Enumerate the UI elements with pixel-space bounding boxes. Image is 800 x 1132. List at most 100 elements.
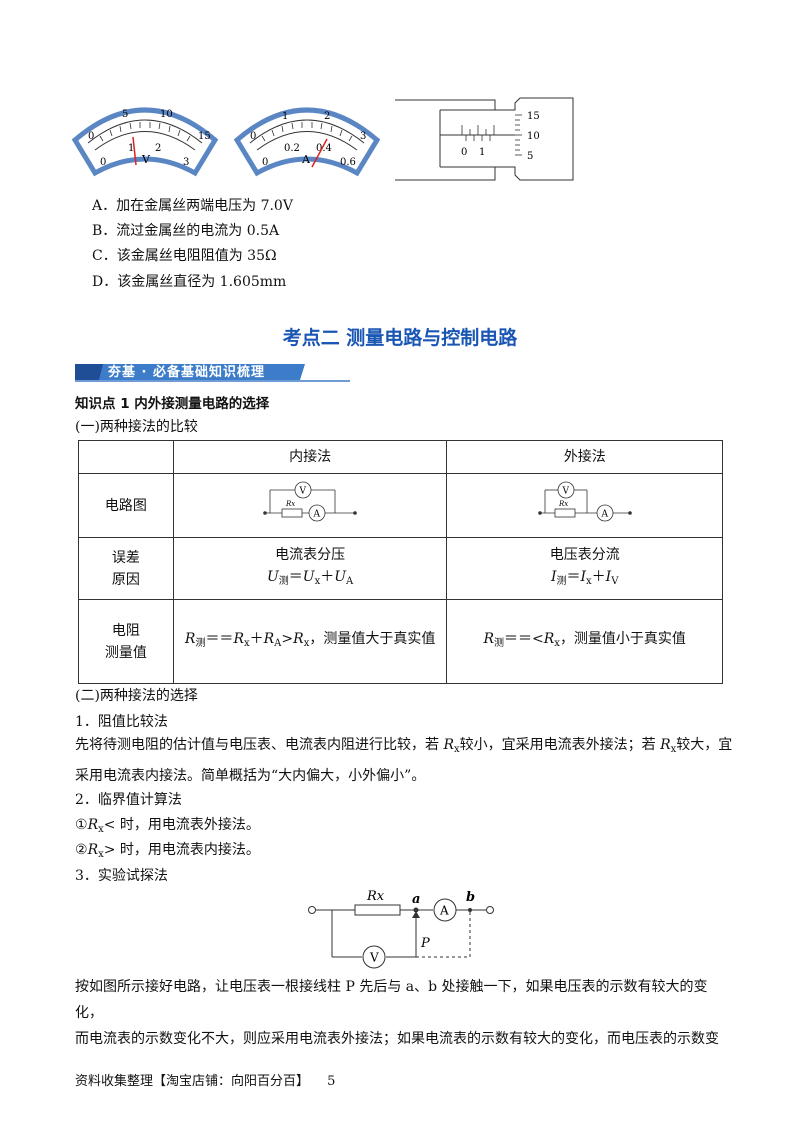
option-letter: A． bbox=[92, 198, 117, 214]
inner-circuit-diagram: V Rx A bbox=[263, 481, 357, 522]
knowledge-point-1-title: 知识点 1 内外接测量电路的选择 bbox=[75, 396, 270, 412]
ammeter-needle bbox=[311, 138, 328, 168]
case-marker: ② bbox=[75, 842, 88, 858]
footer-text: 资料收集整理【淘宝店铺：向阳百分百】 bbox=[75, 1074, 310, 1089]
voltmeter-unit: V bbox=[141, 153, 151, 166]
voltmeter-top-tick-0: 0 bbox=[88, 131, 94, 142]
micrometer-thimble-label-0: 15 bbox=[527, 111, 540, 122]
ammeter-bottom-tick-1: 0.2 bbox=[284, 143, 300, 154]
rx-label: Rx bbox=[366, 889, 385, 904]
ammeter-unit: A bbox=[301, 153, 311, 166]
voltmeter-needle bbox=[132, 136, 137, 166]
micrometer-thimble-label-1: 10 bbox=[527, 131, 540, 142]
option-d: D．该金属丝直径为 1.605mm bbox=[92, 272, 286, 292]
ammeter-bottom-tick-0: 0 bbox=[262, 157, 268, 168]
micrometer-main-label-0: 0 bbox=[461, 147, 467, 158]
micrometer: 0 1 15 10 5 bbox=[395, 97, 574, 181]
text-run: 而电流表的示数变化不大，则应采用电流表外接法；如果电流表的示数有较大的变化，而电… bbox=[75, 1031, 719, 1047]
voltmeter-symbol-label: V bbox=[299, 487, 307, 497]
method-1-paragraph: 先将待测电阻的估计值与电压表、电流表内阻进行比较，若 Rx较小，宜采用电流表外接… bbox=[75, 737, 733, 784]
banner-label: 夯基 · 必备基础知识梳理 bbox=[108, 365, 265, 380]
trial-circuit-diagram: Rx a b P A V bbox=[308, 889, 494, 969]
table-row-measured-value: 电阻测量值 R测＝＝Rx＋RA>Rx，测量值大于真实值 R测＝＝<Rx，测量值小… bbox=[78, 599, 723, 684]
section-title: 考点二 测量电路与控制电路 bbox=[282, 327, 518, 349]
outer-circuit-cell: V Rx A bbox=[446, 473, 723, 538]
page-footer: 资料收集整理【淘宝店铺：向阳百分百】 5 bbox=[75, 1070, 335, 1089]
outer-value-formula: R测＝＝<Rx bbox=[483, 631, 560, 649]
voltmeter-label: V bbox=[369, 951, 379, 965]
voltmeter-bottom-tick-0: 0 bbox=[100, 157, 106, 168]
ammeter-top-tick-2: 2 bbox=[324, 111, 330, 122]
label-line-2: 原因 bbox=[111, 571, 140, 588]
rx-symbol-label: Rx bbox=[558, 500, 568, 508]
section-banner: 夯基 · 必备基础知识梳理 bbox=[75, 360, 350, 382]
inner-circuit-cell: V Rx A bbox=[172, 473, 448, 538]
text-run: 较小，宜采用电流表外接法；若 bbox=[459, 737, 661, 753]
ammeter-top-tick-3: 3 bbox=[360, 131, 366, 142]
voltmeter-bottom-tick-1: 1 bbox=[128, 143, 134, 154]
text-run: 按如图所示接好电路，让电压表一根接线柱 P 先后与 a、b 处接触一下，如果电压… bbox=[75, 979, 708, 1021]
text-run: 较大，宜 bbox=[676, 737, 733, 753]
ammeter-symbol-label: A bbox=[600, 510, 608, 520]
inner-error-formula: U测＝Ux＋UA bbox=[266, 569, 354, 587]
method-1-title: 1．阻值比较法 bbox=[75, 714, 168, 730]
option-letter: D． bbox=[92, 274, 118, 290]
page-number: 5 bbox=[327, 1074, 336, 1089]
comparison-table: 内接法 外接法 电路图 V Rx A bbox=[78, 440, 723, 684]
inner-error-text: 电流表分压 bbox=[275, 547, 346, 563]
voltmeter-dial: 0 5 10 15 0 1 2 3 V bbox=[71, 107, 219, 177]
outer-error-formula: I测＝Ix＋IV bbox=[550, 569, 619, 587]
voltmeter-bottom-tick-2: 2 bbox=[155, 143, 161, 154]
option-c: C．该金属丝电阻阻值为 35Ω bbox=[92, 246, 277, 266]
subsection-1-title: (一)两种接法的比较 bbox=[75, 419, 198, 435]
subsection-2-title: (二)两种接法的选择 bbox=[75, 688, 198, 704]
meter-figures: 0 5 10 15 0 1 2 3 V 0 1 2 3 0 0.2 0.4 0.… bbox=[71, 97, 574, 181]
outer-error-cell: 电压表分流 I测＝Ix＋IV bbox=[446, 537, 723, 600]
table-corner-cell bbox=[78, 440, 174, 474]
method-2-case-1: ①Rx< 时，用电流表外接法。 bbox=[75, 817, 260, 835]
table-header-row: 内接法 外接法 bbox=[78, 440, 723, 474]
text-run: 先将待测电阻的估计值与电压表、电流表内阻进行比较，若 bbox=[75, 737, 444, 753]
option-text: 流过金属丝的电流为 0.5A bbox=[116, 223, 280, 239]
option-a: A．加在金属丝两端电压为 7.0V bbox=[92, 196, 293, 216]
label-line-2: 测量值 bbox=[104, 644, 147, 661]
trial-method-paragraph: 按如图所示接好电路，让电压表一根接线柱 P 先后与 a、b 处接触一下，如果电压… bbox=[75, 974, 735, 1052]
ammeter-bottom-tick-2: 0.4 bbox=[316, 143, 332, 154]
ammeter-bottom-tick-3: 0.6 bbox=[340, 157, 356, 168]
micrometer-thimble-label-2: 5 bbox=[527, 151, 533, 162]
ammeter-top-tick-0: 0 bbox=[250, 131, 256, 142]
voltmeter-symbol-label: V bbox=[561, 487, 569, 497]
micrometer-main-label-1: 1 bbox=[479, 147, 485, 158]
voltmeter-top-tick-2: 10 bbox=[160, 109, 173, 120]
inner-error-cell: 电流表分压 U测＝Ux＋UA bbox=[172, 537, 448, 600]
case-text: < 时，用电流表外接法。 bbox=[103, 817, 260, 833]
ammeter-label: A bbox=[439, 904, 449, 918]
inner-value-formula: R测＝＝Rx＋RA>Rx bbox=[184, 631, 310, 649]
ammeter-dial: 0 1 2 3 0 0.2 0.4 0.6 A bbox=[233, 107, 381, 177]
table-row-label: 误差原因 bbox=[78, 537, 174, 600]
table-row-label: 电阻测量值 bbox=[78, 599, 174, 684]
option-text: 该金属丝电阻阻值为 35Ω bbox=[116, 248, 277, 264]
option-text: 加在金属丝两端电压为 7.0V bbox=[116, 198, 293, 214]
outer-circuit-diagram: V Rx A bbox=[537, 481, 632, 522]
method-2-title: 2．临界值计算法 bbox=[75, 792, 182, 808]
method-2-case-2: ②Rx> 时，用电流表内接法。 bbox=[75, 842, 260, 860]
banner-graphic bbox=[75, 364, 350, 382]
point-b-label: b bbox=[466, 890, 475, 905]
table-header-outer: 外接法 bbox=[446, 440, 723, 474]
option-text: 该金属丝直径为 1.605mm bbox=[117, 274, 287, 290]
point-a-label: a bbox=[412, 892, 420, 907]
outer-value-cell: R测＝＝<Rx，测量值小于真实值 bbox=[446, 599, 723, 684]
voltmeter-top-tick-1: 5 bbox=[122, 109, 128, 120]
label-line-1: 误差 bbox=[111, 549, 140, 566]
case-marker: ① bbox=[75, 817, 88, 833]
option-letter: C． bbox=[92, 248, 117, 264]
inner-value-cell: R测＝＝Rx＋RA>Rx，测量值大于真实值 bbox=[172, 599, 448, 684]
inner-value-text: ，测量值大于真实值 bbox=[309, 631, 436, 647]
option-letter: B． bbox=[92, 223, 117, 239]
label-line-1: 电阻 bbox=[111, 622, 140, 639]
table-row-error: 误差原因 电流表分压 U测＝Ux＋UA 电压表分流 I测＝Ix＋IV bbox=[78, 537, 723, 600]
text-run: 采用电流表内接法。简单概括为“大内偏大，小外偏小”。 bbox=[75, 768, 426, 784]
table-row-circuit: 电路图 V Rx A bbox=[78, 473, 723, 538]
ammeter-symbol-label: A bbox=[313, 510, 321, 520]
